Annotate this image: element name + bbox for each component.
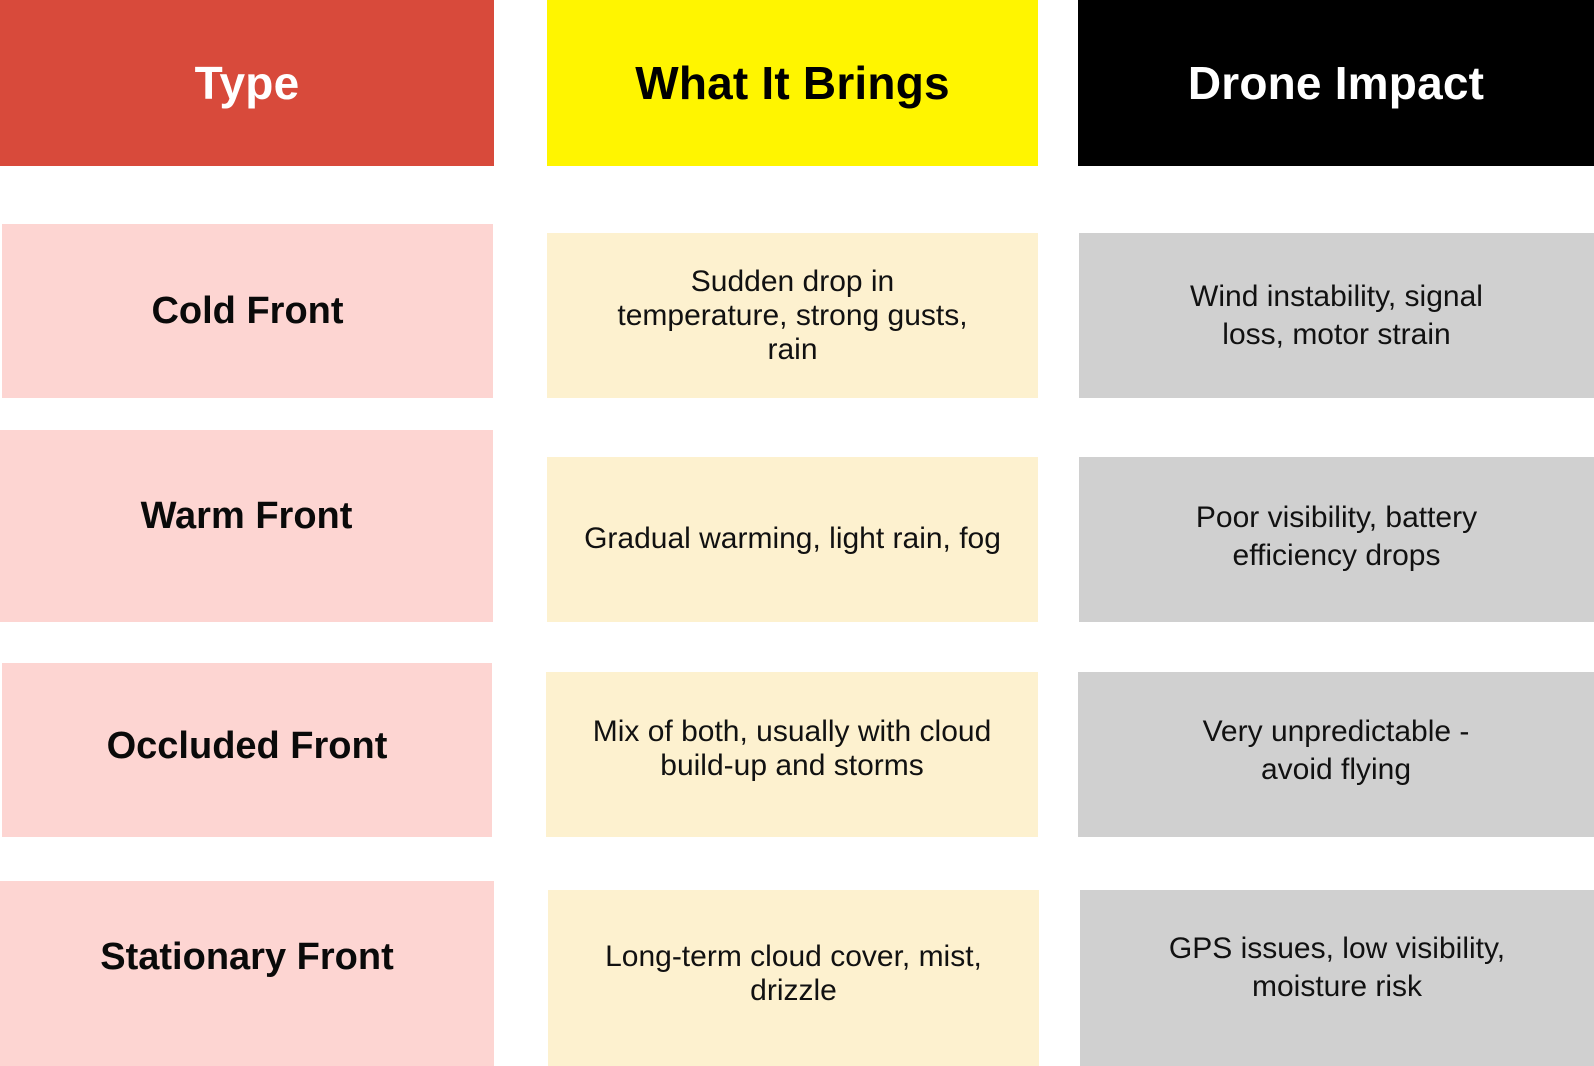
brings-text: Sudden drop in temperature, strong gusts…	[617, 264, 968, 366]
type-label: Cold Front	[151, 289, 344, 332]
impact-text: Wind instability, signal loss, motor str…	[1190, 279, 1483, 351]
header-what-it-brings-label: What It Brings	[635, 57, 950, 109]
impact-text: Poor visibility, battery efficiency drop…	[1195, 500, 1478, 572]
table-row-warm-front-impact: Poor visibility, battery efficiency drop…	[1079, 457, 1594, 622]
header-drone-impact: Drone Impact	[1078, 0, 1594, 166]
table-row-stationary-front-impact: GPS issues, low visibility, moisture ris…	[1080, 890, 1594, 1066]
table-row-warm-front-brings: Gradual warming, light rain, fog	[547, 457, 1038, 622]
table-row-cold-front-type: Cold Front	[2, 224, 493, 398]
impact-text: Very unpredictable - avoid flying	[1202, 714, 1470, 786]
brings-text: Gradual warming, light rain, fog	[584, 521, 1001, 555]
type-label: Occluded Front	[106, 724, 388, 767]
header-type: Type	[0, 0, 494, 166]
header-what-it-brings: What It Brings	[547, 0, 1038, 166]
table-row-cold-front-impact: Wind instability, signal loss, motor str…	[1079, 233, 1594, 398]
table-row-occluded-front-impact: Very unpredictable - avoid flying	[1078, 672, 1594, 837]
table-row-warm-front-type: Warm Front	[0, 430, 493, 622]
table-row-occluded-front-type: Occluded Front	[2, 663, 492, 837]
impact-text: GPS issues, low visibility, moisture ris…	[1168, 932, 1506, 1003]
table-row-stationary-front-brings: Long-term cloud cover, mist, drizzle	[548, 890, 1039, 1066]
table-row-cold-front-brings: Sudden drop in temperature, strong gusts…	[547, 233, 1038, 398]
header-drone-impact-label: Drone Impact	[1187, 57, 1485, 109]
brings-text: Long-term cloud cover, mist, drizzle	[605, 940, 982, 1007]
type-label: Warm Front	[140, 494, 353, 537]
header-type-label: Type	[194, 57, 300, 109]
table-row-occluded-front-brings: Mix of both, usually with cloud build-up…	[546, 672, 1038, 837]
brings-text: Mix of both, usually with cloud build-up…	[592, 714, 992, 782]
type-label: Stationary Front	[100, 936, 394, 978]
table-row-stationary-front-type: Stationary Front	[0, 881, 494, 1066]
